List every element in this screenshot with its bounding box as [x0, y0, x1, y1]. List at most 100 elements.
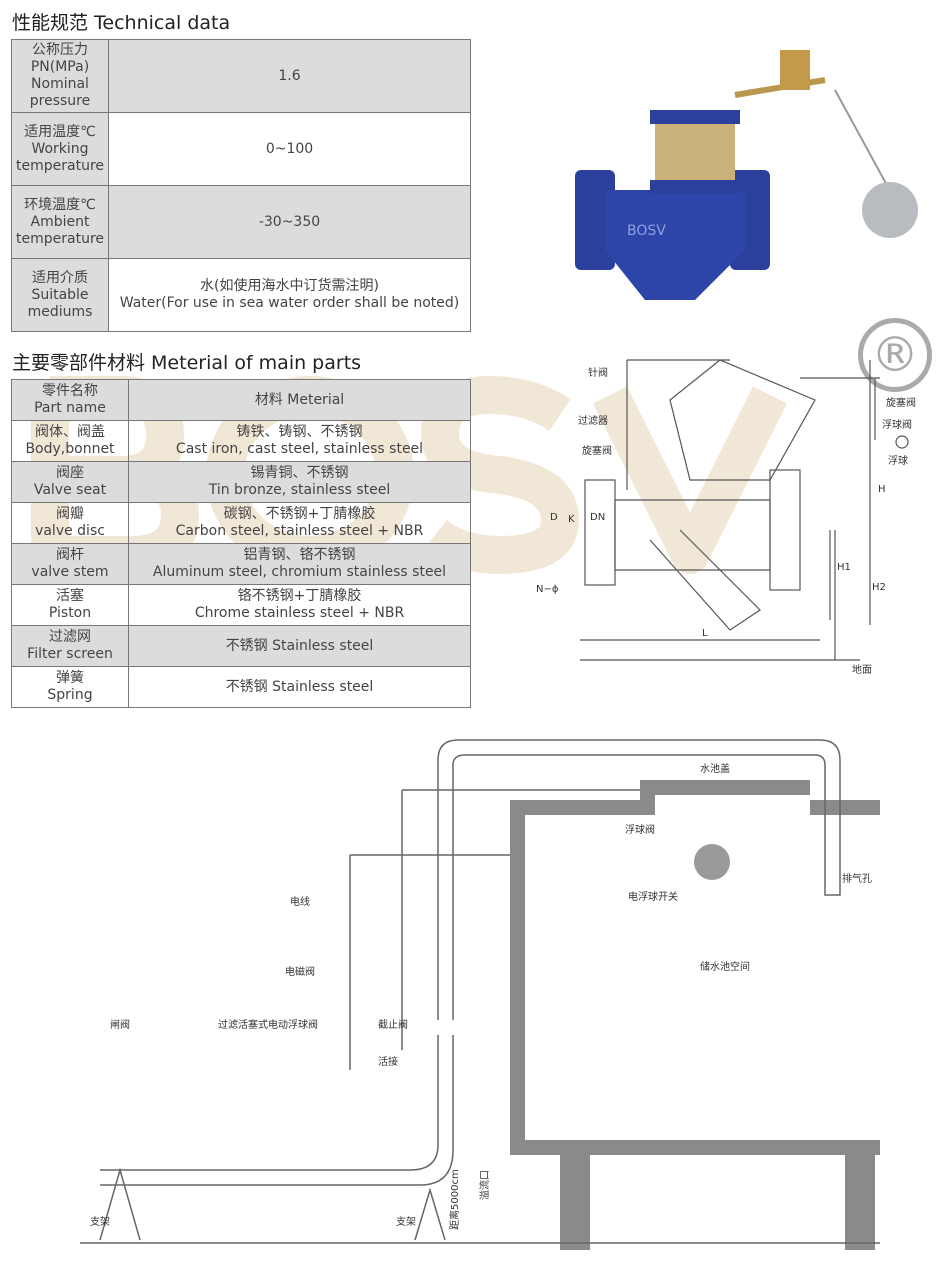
text-label: Nominal: [31, 76, 89, 92]
text-label: 浮球: [888, 454, 908, 467]
text-label: BOSV: [627, 223, 666, 239]
text-label: mediums: [27, 303, 93, 320]
text-label: pressure: [29, 93, 91, 109]
text-label: 支架: [90, 1216, 110, 1228]
text-label: 阀瓣: [56, 506, 84, 522]
text-label: 材料 Meterial: [128, 379, 471, 421]
text-label: 闸阀: [110, 1018, 130, 1031]
text-label: Filter screen: [27, 646, 113, 662]
text-label: Chrome stainless steel + NBR: [194, 605, 405, 621]
text-label: 阀座: [56, 465, 84, 481]
text-label: H2: [872, 582, 886, 593]
text-label: 过滤网: [49, 629, 91, 645]
text-label: Suitable: [31, 286, 89, 303]
dimension-drawing: 针阀 过滤器 旋塞阀 旋塞阀 浮球阀 浮球 H H1 H2 L D K DN N…: [536, 359, 916, 676]
text-label: 过滤器: [578, 414, 608, 427]
registered-mark: ®: [858, 318, 932, 392]
text-label: 旋塞阀: [886, 396, 916, 409]
text-label: Valve seat: [33, 482, 107, 498]
text-label: 电浮球开关: [628, 890, 678, 903]
text-label: 碳钢、不锈钢+丁腈橡胶: [223, 506, 376, 522]
text-label: 距离5000cm: [448, 1169, 461, 1230]
text-label: H1: [837, 562, 851, 573]
text-label: Working: [31, 140, 89, 157]
text-label: 浮球阀: [625, 823, 655, 836]
text-label: Carbon steel, stainless steel + NBR: [175, 523, 424, 539]
text-label: valve disc: [35, 523, 105, 539]
text-label: 适用温度℃: [24, 123, 96, 140]
text-label: 电磁阀: [285, 965, 315, 978]
text-label: 零件名称: [42, 383, 98, 399]
text-label: 地面: [852, 663, 872, 676]
text-label: temperature: [16, 230, 104, 247]
text-label: -30~350: [108, 185, 471, 259]
text-label: 1.6: [108, 39, 471, 113]
text-label: 适用介质: [32, 269, 88, 286]
text-label: 针阀: [588, 366, 608, 379]
text-label: 储水池空间: [700, 960, 750, 973]
text-label: Ambient: [30, 213, 90, 230]
text-label: Cast iron, cast steel, stainless steel: [175, 441, 424, 457]
text-label: Body,bonnet: [25, 441, 115, 457]
text-label: 活塞: [56, 588, 84, 604]
text-label: 铬不锈钢+丁腈橡胶: [237, 588, 362, 604]
text-label: Tin bronze, stainless steel: [208, 482, 391, 498]
text-label: 水(如使用海水中订货需注明): [200, 278, 379, 294]
text-label: 锡青铜、不锈钢: [250, 465, 349, 481]
text-label: 排气孔: [842, 872, 872, 885]
text-label: 截止阀: [378, 1018, 408, 1031]
text-label: valve stem: [31, 564, 109, 580]
text-label: 电线: [290, 895, 310, 908]
technical-heading: 性能规范 Technical data: [12, 12, 231, 34]
text-label: D: [550, 512, 558, 523]
text-label: L: [702, 628, 708, 639]
table-cell: 水(如使用海水中订货需注明)Water(For use in sea water…: [108, 258, 471, 332]
text-label: 过滤活塞式电动浮球阀: [218, 1018, 318, 1031]
valve-photo: BOSV: [575, 50, 918, 300]
text-label: Part name: [34, 400, 106, 416]
text-label: N−ϕ: [536, 584, 559, 595]
text-label: 溢流口: [478, 1170, 491, 1200]
installation-drawing: 闸阀 过滤活塞式电动浮球阀 电磁阀 截止阀 活接 电线 水池盖 浮球阀 排气孔 …: [80, 739, 880, 1250]
text-label: Spring: [47, 687, 93, 703]
text-label: Water(For use in sea water order shall b…: [119, 295, 460, 311]
text-label: 公称压力: [32, 42, 88, 58]
text-label: 铝青钢、铬不锈钢: [243, 547, 356, 563]
text-label: K: [568, 514, 575, 525]
text-label: Aluminum steel, chromium stainless steel: [152, 564, 447, 580]
text-label: 不锈钢 Stainless steel: [128, 666, 471, 708]
text-label: PN(MPa): [30, 59, 90, 75]
text-label: 活接: [378, 1055, 398, 1068]
text-label: H: [878, 484, 886, 495]
text-label: 不锈钢 Stainless steel: [128, 625, 471, 667]
text-label: DN: [590, 512, 605, 523]
text-label: Piston: [48, 605, 92, 621]
materials-heading: 主要零部件材料 Meterial of main parts: [12, 352, 362, 374]
text-label: 水池盖: [700, 762, 730, 775]
